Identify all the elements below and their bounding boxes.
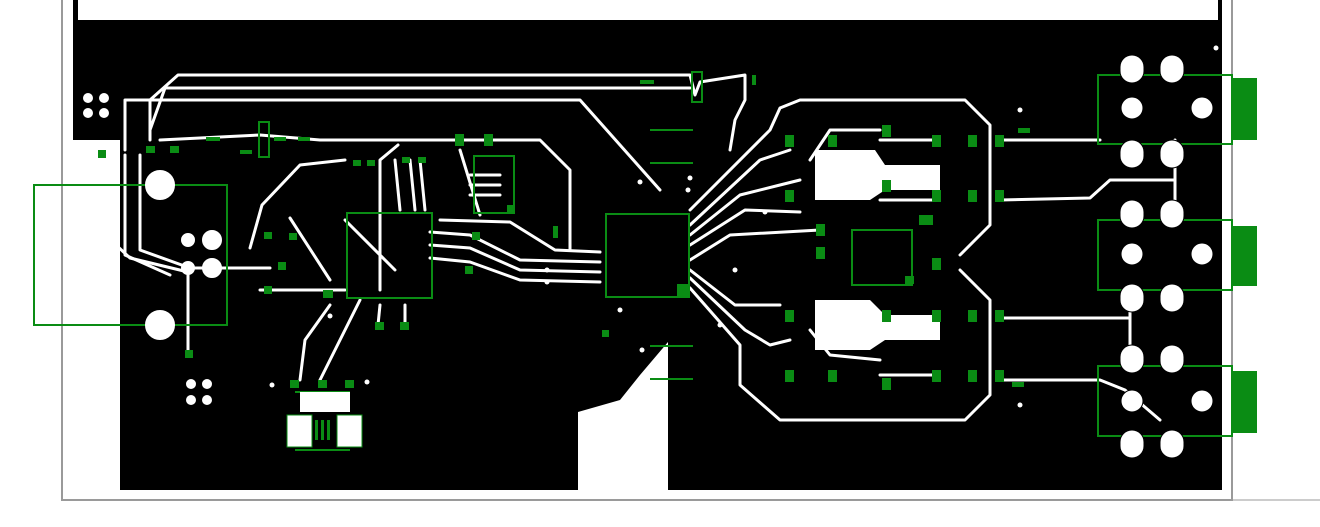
audio-jack-1-tab <box>1232 78 1257 140</box>
mount-hole-top-left <box>145 170 175 200</box>
usb-connector <box>286 392 363 448</box>
ic-u1-outline <box>346 212 433 299</box>
pads <box>98 75 1257 440</box>
mount-hole-bottom-left <box>145 310 175 340</box>
audio-jack-2-tab <box>1232 226 1257 286</box>
ic-u3-outline <box>473 155 515 214</box>
via-grids <box>83 93 212 405</box>
power-jack-footprint <box>33 184 228 326</box>
top-clearance-strip <box>78 0 1218 20</box>
small-vias <box>269 45 1219 408</box>
amplifier-islands <box>815 150 940 350</box>
jack-pins <box>1119 54 1214 459</box>
copper-pour <box>73 0 1222 490</box>
ic-u2-outline <box>605 213 690 298</box>
audio-jack-3-tab <box>1232 371 1257 433</box>
mounting-holes <box>145 170 222 340</box>
ic-u4-outline <box>851 229 913 286</box>
